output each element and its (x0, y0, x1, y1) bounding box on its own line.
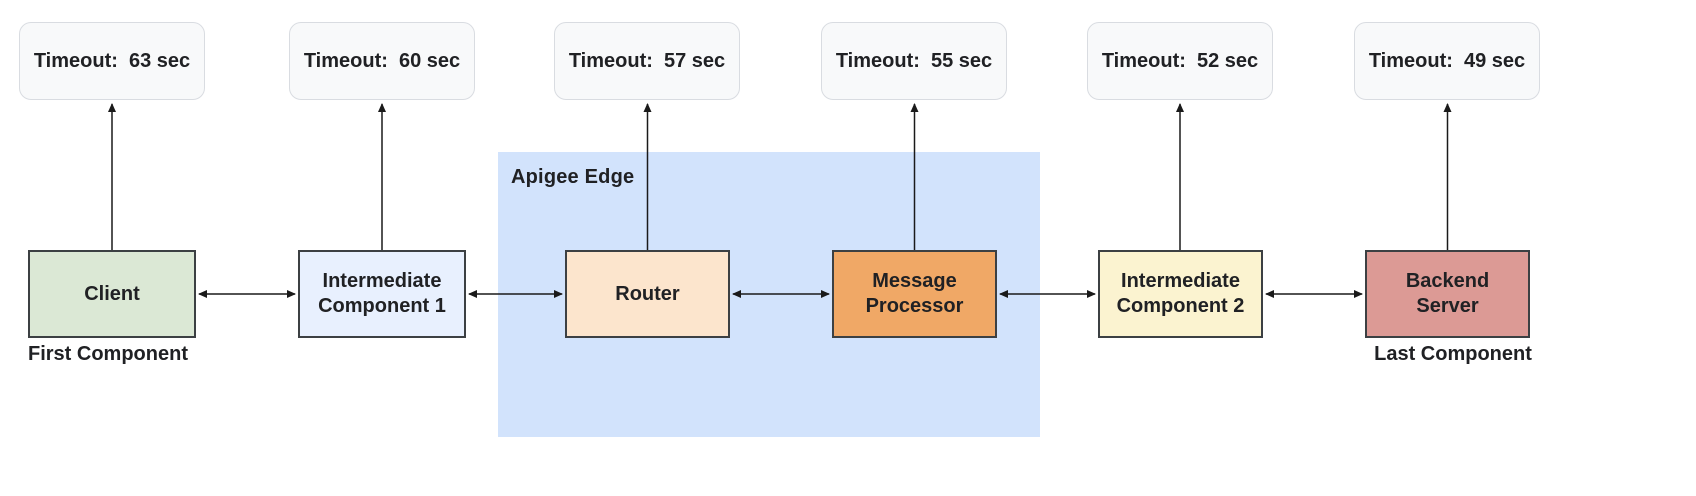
timeout-box-message-processor: Timeout: 55 sec (821, 22, 1007, 100)
node-backend-server-label: Backend Server (1405, 270, 1490, 317)
caption-first-component: First Component (28, 343, 188, 365)
node-message-processor-label: Message Processor (865, 270, 964, 317)
node-intermediate-component-1: Intermediate Component 1 (298, 250, 466, 338)
timeout-box-router: Timeout: 57 sec (554, 22, 740, 100)
node-client: Client (28, 250, 196, 338)
node-intermediate-component-1-label: Intermediate Component 1 (318, 270, 446, 317)
node-router-label: Router (615, 282, 680, 305)
timeout-box-intermediate-component-1: Timeout: 60 sec (289, 22, 475, 100)
node-router: Router (565, 250, 730, 338)
caption-last-component: Last Component (1374, 343, 1532, 365)
node-client-label: Client (84, 282, 140, 305)
timeout-box-intermediate-component-2: Timeout: 52 sec (1087, 22, 1273, 100)
node-backend-server: Backend Server (1365, 250, 1530, 338)
node-intermediate-component-2-label: Intermediate Component 2 (1116, 270, 1245, 317)
apigee-edge-label: Apigee Edge (511, 166, 635, 188)
timeout-box-client: Timeout: 63 sec (19, 22, 205, 100)
node-message-processor: Message Processor (832, 250, 997, 338)
timeout-box-backend-server: Timeout: 49 sec (1354, 22, 1540, 100)
node-intermediate-component-2: Intermediate Component 2 (1098, 250, 1263, 338)
